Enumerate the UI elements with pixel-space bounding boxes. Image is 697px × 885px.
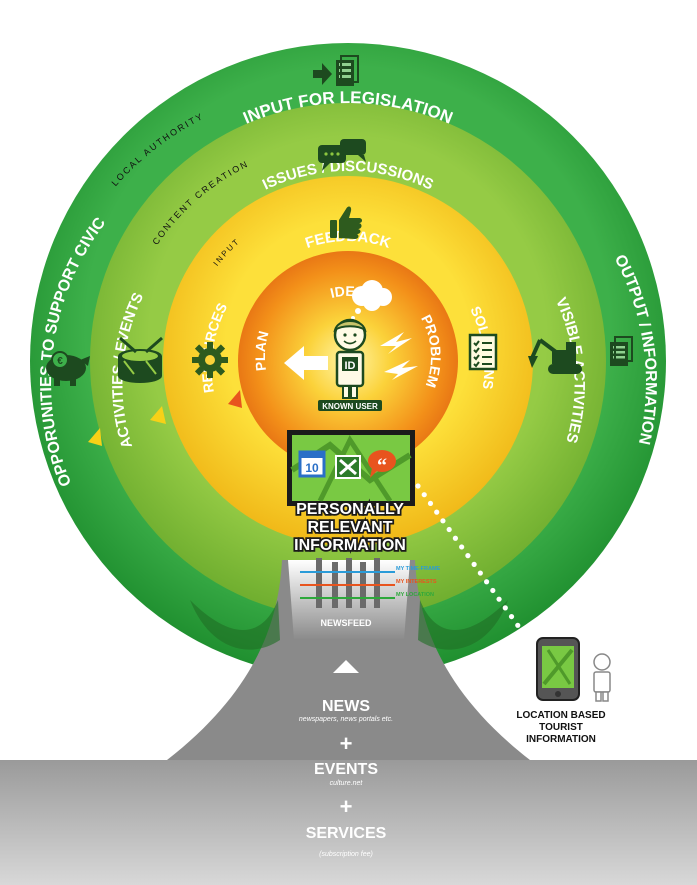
quote-mark: “ bbox=[377, 455, 387, 477]
drum-icon bbox=[118, 336, 163, 383]
connector-dot bbox=[490, 587, 496, 594]
connector-dot bbox=[483, 579, 490, 585]
newsfeed-label: NEWSFEED bbox=[320, 618, 372, 628]
speech-bubbles-icon bbox=[318, 139, 366, 171]
connector-dot bbox=[521, 631, 527, 637]
tourist-line-3: INFORMATION bbox=[526, 734, 596, 745]
connector-dot bbox=[471, 561, 477, 567]
ground-base bbox=[0, 760, 697, 885]
plus-sign: + bbox=[340, 794, 353, 819]
user-id-badge: ID bbox=[345, 360, 356, 372]
tourist-line-1: LOCATION BASED bbox=[516, 710, 605, 721]
filter-timeframe-label: MY TIME-FRAME bbox=[396, 566, 441, 572]
connector-dot bbox=[477, 570, 483, 576]
ring-edge-marker bbox=[150, 406, 166, 424]
calendar-number: 10 bbox=[305, 461, 319, 475]
excavator-icon bbox=[528, 338, 582, 374]
up-triangle-icon bbox=[333, 660, 359, 673]
services-sub-label: (subscription fee) bbox=[319, 851, 373, 858]
filter-location-label: MY LOCATION bbox=[396, 592, 434, 598]
news-label: NEWS bbox=[322, 698, 370, 715]
gear-icon bbox=[192, 342, 228, 378]
personal-line-3: INFORMATION bbox=[294, 537, 406, 554]
connector-dot bbox=[465, 553, 471, 559]
trunk-shadow-left bbox=[190, 600, 280, 650]
filter-bars bbox=[300, 558, 395, 608]
connector-dot bbox=[427, 500, 434, 507]
lightning-icon bbox=[380, 332, 418, 380]
dotted-connector bbox=[415, 483, 527, 637]
personal-line-2: RELEVANT bbox=[307, 519, 392, 536]
document-output-icon bbox=[610, 336, 633, 366]
connector-dot bbox=[502, 605, 508, 611]
news-sub-label: newspapers, news portals etc. bbox=[299, 716, 393, 723]
connector-dot bbox=[515, 622, 521, 628]
thumbs-up-icon bbox=[330, 206, 362, 239]
connector-dot bbox=[452, 535, 459, 541]
filter-interests-label: MY INTERESTS bbox=[396, 579, 437, 585]
trunk-shadow-right bbox=[418, 600, 508, 650]
connector-dot bbox=[508, 613, 515, 620]
thought-cloud-icon bbox=[351, 280, 392, 320]
tourist-line-2: TOURIST bbox=[539, 722, 583, 733]
connector-dot bbox=[440, 518, 446, 524]
connector-dot bbox=[446, 526, 452, 533]
known-user-figure bbox=[333, 318, 367, 399]
ring-edge-marker bbox=[228, 390, 242, 408]
map-screen bbox=[287, 430, 415, 506]
tourist-figure bbox=[593, 653, 611, 702]
piggy-bank-icon: € bbox=[46, 351, 90, 386]
services-label: SERVICES bbox=[306, 825, 387, 842]
known-user-tag-bg bbox=[318, 400, 382, 411]
checklist-icon bbox=[468, 333, 498, 371]
left-arrow-icon bbox=[284, 346, 328, 380]
trunk bbox=[167, 560, 530, 760]
personal-info-heading: PERSONALLY RELEVANT INFORMATION bbox=[292, 499, 407, 556]
svg-text:€: € bbox=[57, 356, 63, 367]
smartphone-icon bbox=[536, 637, 580, 701]
connector-dot bbox=[434, 509, 440, 515]
events-label: EVENTS bbox=[314, 761, 378, 778]
connector-dot bbox=[459, 544, 465, 550]
document-input-icon bbox=[313, 55, 359, 86]
personal-line-1: PERSONALLY bbox=[296, 501, 404, 518]
connector-dot bbox=[496, 596, 502, 602]
connector-dot bbox=[415, 483, 421, 489]
events-sub-label: culture.net bbox=[330, 780, 364, 787]
plus-sign: + bbox=[340, 731, 353, 756]
known-user-label: KNOWN USER bbox=[322, 402, 378, 411]
connector-dot bbox=[421, 492, 427, 498]
ring-edge-marker bbox=[88, 428, 102, 446]
